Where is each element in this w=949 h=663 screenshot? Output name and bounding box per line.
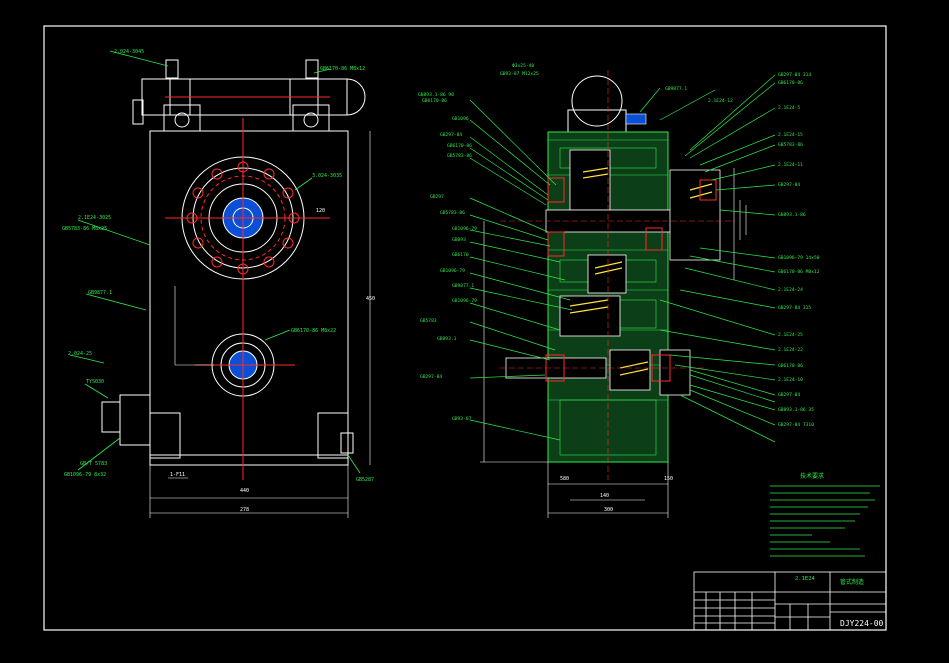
right-view-top-labels: Φ3x25-40 GB93-87 M12x25 GB9877.1: [500, 63, 687, 92]
label-rr15: GB6170-86: [778, 363, 803, 369]
label-rr1: GB6170-86: [778, 80, 803, 86]
label-rl1: GB893.1-86 90: [418, 92, 454, 98]
label-rr12: GB297-84 315: [778, 305, 811, 311]
dim-l2: 1-F11: [170, 472, 185, 478]
dim-l1: 278: [240, 507, 249, 513]
label-rl8: GB1096-79: [452, 226, 477, 232]
label-rl17: GB93-87: [452, 416, 472, 422]
flange-bolt-holes: [165, 96, 330, 480]
label-rr8: GB893.1-86: [778, 212, 806, 218]
label-rr7: GB297-84: [778, 182, 800, 188]
label-rl11: GB1096-79: [440, 268, 465, 274]
dim-l4: 120: [316, 208, 325, 214]
part-number: 2.1E24: [795, 576, 816, 582]
label-rl15: GB893.1: [437, 336, 457, 342]
label-rl14: GB5783: [420, 318, 437, 324]
right-view-left-labels: GB6170-86 GB893.1-86 90 GB1096 GB297-84 …: [418, 92, 477, 422]
label-l10: TYS030: [86, 379, 104, 385]
label-rl5: GB5783-86: [447, 153, 472, 159]
title-block-text: 2.1E24 管式制造 DJY224-00: [795, 576, 884, 628]
label-rr19: GB297-84 7310: [778, 422, 814, 428]
label-l6: GB9877.1: [88, 290, 112, 296]
tech-notes-heading: 技术要求: [800, 472, 824, 480]
label-rl2: GB1096: [452, 116, 469, 122]
label-l5: GB5783-86 M8x25: [62, 226, 107, 232]
drawing-border: [43, 25, 887, 631]
label-l8: GB6170-86 M8x22: [291, 328, 336, 334]
label-rr6: 2.1E24-11: [778, 162, 803, 168]
label-rt2: GB9877.1: [665, 86, 687, 92]
label-l13: GB1096-79 8x32: [64, 472, 106, 478]
label-rr3: 2.1E24-5: [778, 105, 800, 111]
right-section-view: [469, 70, 776, 518]
label-rl4: GB6170-86: [447, 143, 472, 149]
label-rr14: 2.1E24-22: [778, 347, 803, 353]
label-rl6: GB297: [430, 194, 444, 200]
technical-notes: 技术要求: [770, 472, 880, 557]
dim-r0: 140: [600, 493, 609, 499]
label-rr4: 2.1E24-15: [778, 132, 803, 138]
label-l0: 2.024-3045: [114, 49, 144, 55]
title-block: [693, 571, 887, 631]
right-view-dim-text: 140 300 580 150: [560, 476, 673, 513]
left-view-dim-text: 440 278 1-F11 450 120: [170, 208, 375, 513]
label-rl13: GB1096-79: [452, 298, 477, 304]
left-view-dimensions: [149, 131, 371, 518]
label-rr18: GB893.1-86 35: [778, 407, 814, 413]
drawing-code: DJY224-00: [840, 619, 884, 628]
left-view-leaders: [69, 50, 361, 474]
label-rr9: GB1096-79 14x50: [778, 255, 820, 261]
label-rt1: GB93-87 M12x25: [500, 71, 539, 77]
dim-l0: 440: [240, 488, 249, 494]
dim-l3: 450: [366, 296, 375, 302]
label-rr5: GB5783-86: [778, 142, 803, 148]
label-rl9: GB893: [452, 237, 466, 243]
dim-r2: 580: [560, 476, 569, 482]
label-rl12: GB9877.1: [452, 283, 474, 289]
dim-r1: 300: [604, 507, 613, 513]
label-rr11: 2.1E24-24: [778, 287, 803, 293]
label-rr16: 2.1E24-10: [778, 377, 803, 383]
label-rr13: 2.1E24-25: [778, 332, 803, 338]
label-l11: GB/T 5783: [80, 461, 107, 467]
label-rl0: GB6170-86: [422, 98, 447, 104]
label-rl3: GB297-84: [440, 132, 462, 138]
label-rl10: GB6170: [452, 252, 469, 258]
label-l12: GB5287: [356, 477, 374, 483]
label-l1: GB6170-86 M8x12: [320, 66, 365, 72]
label-l4: 2.1E24-3025: [78, 215, 111, 221]
right-view-right-labels: GB297-84 314 GB6170-86 2.1E24-12 2.1E24-…: [708, 72, 820, 428]
label-l9: 2.024-25: [68, 351, 92, 357]
label-rl7: GB5783-86: [440, 210, 465, 216]
left-view-labels: 2.024-3045 GB6170-86 M8x12 3.024-3035 2.…: [62, 49, 374, 483]
label-rr17: GB297-84: [778, 392, 800, 398]
label-rr10: GB6170-86 M8x12: [778, 269, 820, 275]
label-rr2: 2.1E24-12: [708, 98, 733, 104]
label-rl16: GB297-84: [420, 374, 442, 380]
label-l2: 3.024-3035: [312, 173, 342, 179]
dim-r5: 150: [664, 476, 673, 482]
company-name: 管式制造: [840, 578, 864, 586]
label-rr0: GB297-84 314: [778, 72, 811, 78]
label-rt0: Φ3x25-40: [512, 63, 534, 69]
